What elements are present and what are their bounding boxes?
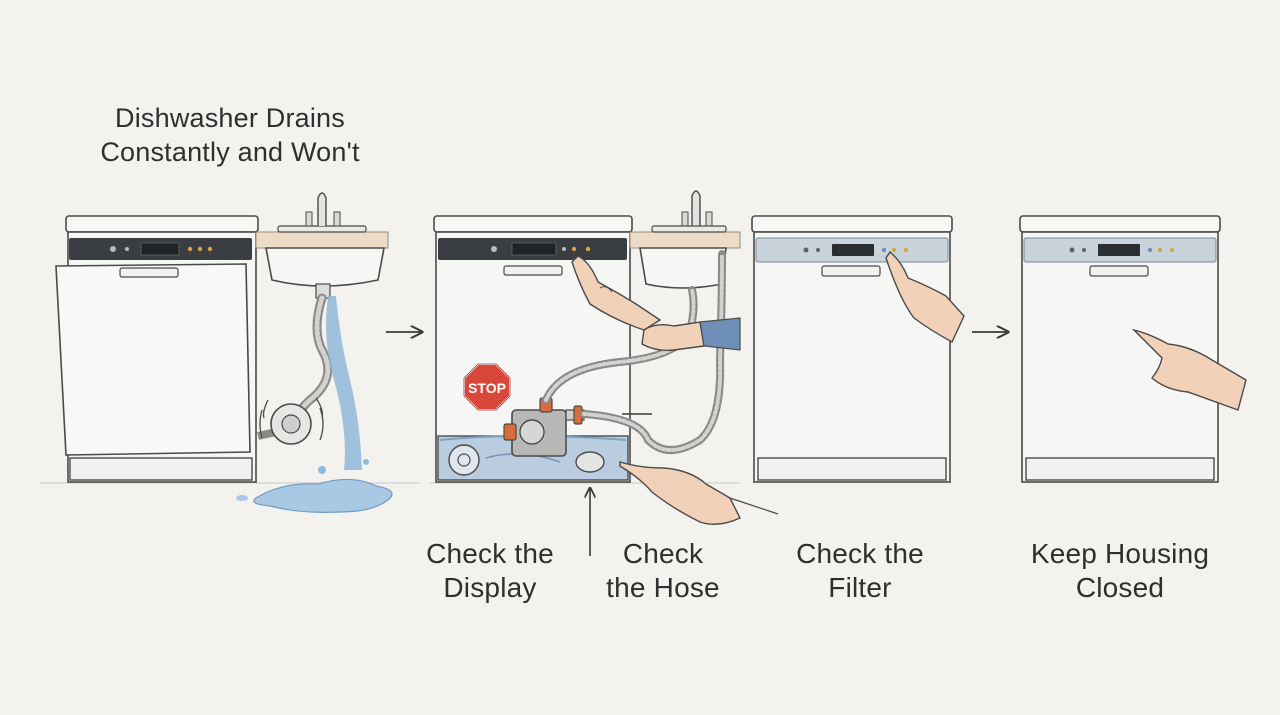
filter-icon xyxy=(448,444,480,476)
faucet-icon xyxy=(691,190,701,226)
pointing-hand-icon xyxy=(1131,328,1247,411)
stop-sign-icon: STOP xyxy=(463,363,511,411)
sink-2 xyxy=(629,190,741,289)
caption-line-1: Keep Housing xyxy=(1030,538,1210,569)
step-caption-display: Check the Display xyxy=(410,537,570,605)
pointing-hand-icon xyxy=(885,250,965,343)
caption-line-2: Closed xyxy=(1075,572,1165,603)
faucet-icon xyxy=(317,192,327,226)
title-line-1: Dishwasher Drains xyxy=(115,103,345,133)
drain-pump-icon xyxy=(259,397,324,445)
step-caption-housing: Keep Housing Closed xyxy=(1010,537,1230,605)
dishwasher-open xyxy=(433,215,633,483)
page-title: Dishwasher Drains Constantly and Won't xyxy=(70,101,390,169)
pointing-hand-icon xyxy=(571,255,662,331)
water-spill xyxy=(236,296,393,513)
caption-line-1: Check xyxy=(622,538,704,569)
stop-sign-label: STOP xyxy=(468,380,506,396)
caption-line-2: Display xyxy=(443,572,537,603)
caption-line-2: the Hose xyxy=(606,572,720,603)
holding-hand-icon xyxy=(641,317,741,352)
caption-line-1: Check the xyxy=(796,538,924,569)
dishwasher-leaking xyxy=(55,215,259,483)
drain-hose xyxy=(542,250,726,454)
step-caption-filter: Check the Filter xyxy=(780,537,940,605)
dishwasher-closed-3 xyxy=(751,215,953,483)
dishwasher-closed-4 xyxy=(1019,215,1221,483)
title-line-2: Constantly and Won't xyxy=(100,137,360,167)
caption-line-2: Filter xyxy=(828,572,892,603)
step-caption-hose: Check the Hose xyxy=(583,537,743,605)
drain-pump-icon xyxy=(503,397,585,457)
caption-line-1: Check the xyxy=(426,538,554,569)
pointing-hand-icon xyxy=(619,461,779,525)
sink-1 xyxy=(255,192,389,299)
